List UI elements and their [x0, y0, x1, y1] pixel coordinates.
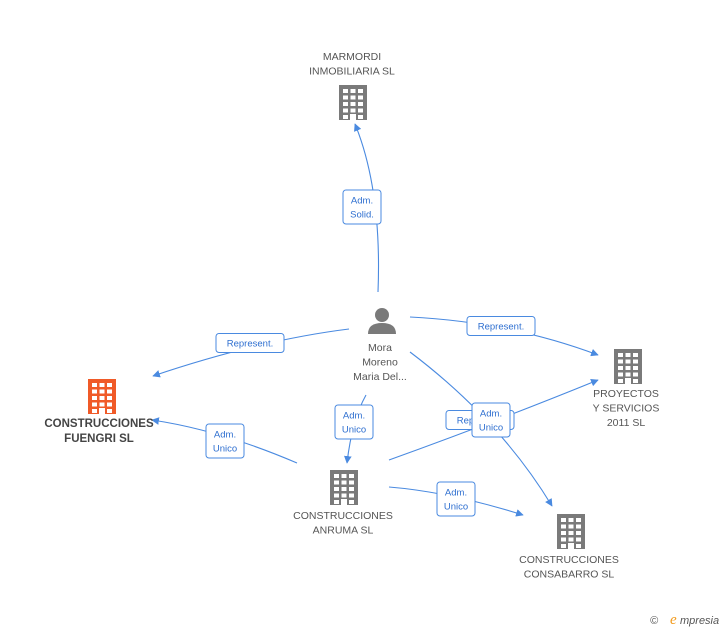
edge-label-anruma-to-proyectos[interactable]: Adm. Unico [471, 402, 511, 438]
edge-label-box [436, 481, 476, 517]
edge-label-text: Unico [213, 444, 237, 455]
node-label-fuengri: FUENGRI SL [64, 433, 134, 445]
edge-label-person-to-fuengri[interactable]: Represent. [215, 333, 285, 353]
node-label-proyectos: Y SERVICIOS [593, 403, 660, 415]
edge-label-text: Represent. [227, 339, 273, 350]
edge-label-text: Solid. [350, 210, 374, 221]
edge-label-text: Adm. [480, 409, 502, 420]
edge-label-box [334, 404, 374, 440]
copyright-symbol: © [650, 615, 659, 627]
node-label-person: Mora [368, 342, 392, 354]
edge-label-text: Unico [342, 425, 366, 436]
node-label-consabarro: CONSABARRO SL [524, 569, 615, 581]
edge-label-text: Unico [444, 502, 468, 513]
edge-label-box [205, 423, 245, 459]
edge-label-text: Adm. [351, 196, 373, 207]
brand-logo-initial: e [670, 612, 677, 628]
edge-label-text: Represent. [478, 322, 524, 333]
node-label-marmordi: MARMORDI [323, 51, 381, 63]
node-label-consabarro: CONSTRUCCIONES [519, 554, 619, 566]
edge-label-anruma-to-fuengri[interactable]: Adm. Unico [205, 423, 245, 459]
edge-labels-layer: Adm.Solid.Represent.Represent.Adm.UnicoR… [205, 189, 536, 517]
building-icon [557, 514, 585, 549]
node-consabarro[interactable]: CONSTRUCCIONES CONSABARRO SL [519, 514, 619, 581]
edge-label-person-to-anruma[interactable]: Adm. Unico [334, 404, 374, 440]
node-marmordi[interactable]: MARMORDI INMOBILIARIA SL [309, 51, 395, 120]
person-icon [368, 308, 396, 334]
node-anruma[interactable]: CONSTRUCCIONES ANRUMA SL [293, 470, 393, 537]
building-icon [88, 379, 116, 414]
brand-footer: © e mpresia [650, 612, 719, 628]
node-label-person: Moreno [362, 357, 398, 369]
edge-label-box [471, 402, 511, 438]
building-icon [330, 470, 358, 505]
node-label-proyectos: 2011 SL [607, 417, 645, 429]
edge-label-box [342, 189, 382, 225]
edge-label-anruma-to-consabarro[interactable]: Adm. Unico [436, 481, 476, 517]
node-label-marmordi: INMOBILIARIA SL [309, 66, 395, 78]
building-icon [339, 85, 367, 120]
node-label-fuengri: CONSTRUCCIONES [44, 418, 154, 430]
edge-label-box [215, 333, 285, 353]
edge-label-person-to-proyectos[interactable]: Represent. [466, 316, 536, 336]
building-icon [614, 349, 642, 384]
edge-label-text: Adm. [445, 488, 467, 499]
edge-label-person-to-marmordi[interactable]: Adm. Solid. [342, 189, 382, 225]
node-label-anruma: CONSTRUCCIONES [293, 510, 393, 522]
edge-label-box [466, 316, 536, 336]
edge-label-text: Adm. [214, 430, 236, 441]
node-label-person: Maria Del... [353, 371, 407, 383]
node-label-anruma: ANRUMA SL [313, 525, 374, 537]
node-proyectos[interactable]: PROYECTOS Y SERVICIOS 2011 SL [593, 349, 660, 429]
node-label-proyectos: PROYECTOS [593, 388, 659, 400]
edge-label-text: Adm. [343, 411, 365, 422]
node-fuengri[interactable]: CONSTRUCCIONES FUENGRI SL [44, 379, 154, 445]
edge-label-text: Unico [479, 423, 503, 434]
brand-logo-text: mpresia [680, 615, 719, 627]
